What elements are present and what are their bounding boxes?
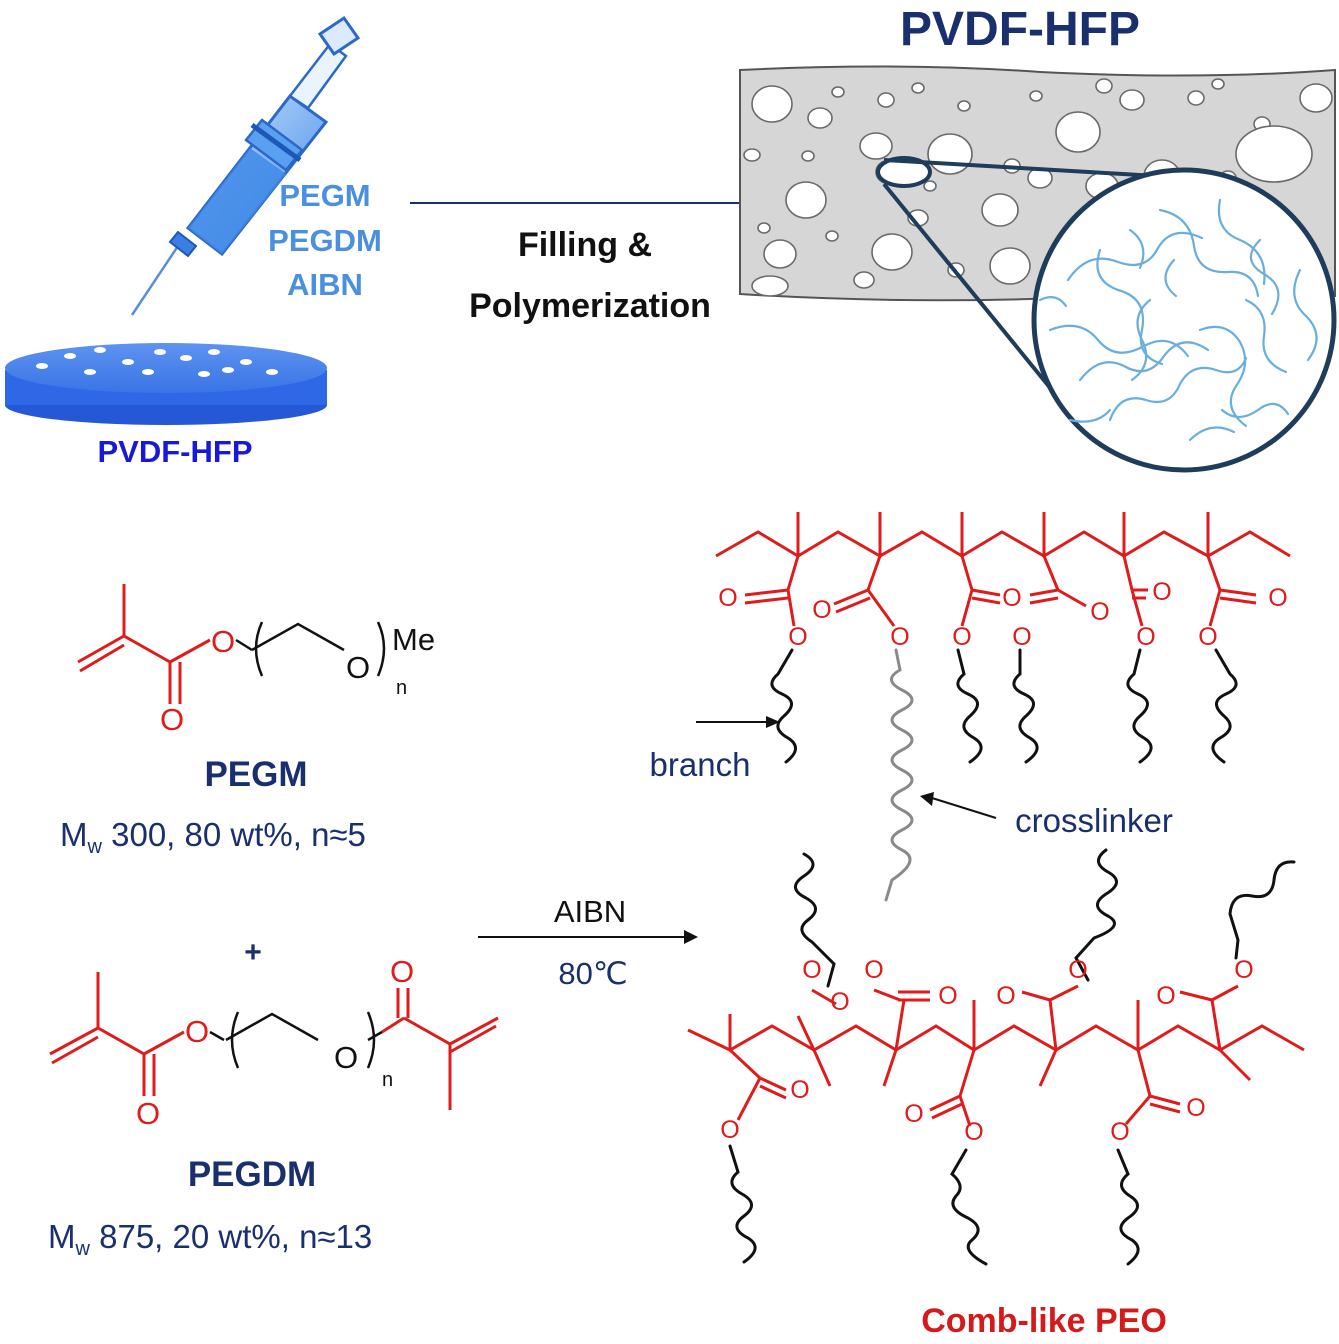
pegdm-name: PEGDM [188, 1155, 316, 1194]
pegdm-structure: O O O O n [49, 954, 499, 1131]
pegdm-carbonyl-oxygen-left: O [136, 1096, 160, 1131]
pegdm-ester-oxygen: O [185, 1014, 209, 1049]
branch-label: branch [650, 746, 751, 783]
pegm-structure: O O O n Me [77, 584, 435, 737]
svg-text:O: O [720, 1116, 739, 1144]
lower-ester-oxygens: O O O O O O O O O O [720, 982, 1205, 1146]
reaction-arrow [478, 930, 698, 944]
bottom-lower-branches [728, 1144, 1140, 1266]
membrane-disc-icon [5, 343, 327, 425]
pegm-mw-subscript: w [87, 836, 103, 858]
pegm-properties: Mw 300, 80 wt%, n≈5 [60, 816, 366, 858]
svg-text:O: O [1002, 584, 1021, 612]
branch-arrow [696, 716, 780, 728]
svg-text:O: O [1186, 1094, 1205, 1122]
svg-text:O: O [1110, 1118, 1129, 1146]
pegdm-properties: Mw 875, 20 wt%, n≈13 [48, 1218, 372, 1260]
pegm-name: PEGM [204, 755, 307, 794]
svg-text:O: O [1268, 584, 1287, 612]
svg-text:O: O [890, 623, 909, 651]
bottom-oxygen-1: O [802, 956, 821, 984]
bottom-upper-branches [794, 848, 1296, 988]
svg-text:O: O [788, 623, 807, 651]
svg-text:O: O [964, 1118, 983, 1146]
pegdm-mw-subscript: w [75, 1238, 91, 1260]
svg-text:O: O [1152, 578, 1171, 606]
pegm-carbonyl-oxygen: O [160, 702, 184, 737]
crosslinker-chain [884, 648, 914, 902]
polymer-network [1038, 198, 1318, 442]
pegdm-mw-symbol: M [48, 1218, 76, 1255]
bottom-oxygen-2: O [864, 956, 883, 984]
pegm-mw-values: 300, 80 wt%, n≈5 [102, 816, 366, 853]
pegdm-carbonyl-oxygen-right: O [390, 954, 414, 989]
crosslinker-label: crosslinker [1015, 802, 1173, 839]
svg-text:O: O [830, 988, 849, 1016]
porous-membrane [739, 65, 1337, 473]
svg-text:O: O [718, 584, 737, 612]
crosslinker-arrow [920, 792, 997, 819]
svg-text:O: O [1012, 623, 1031, 651]
plus-sign: + [244, 936, 262, 969]
product-name: Comb-like PEO [921, 1302, 1167, 1340]
reaction-reagent: AIBN [554, 894, 626, 929]
porous-membrane-title: PVDF-HFP [900, 3, 1140, 56]
svg-text:O: O [1198, 623, 1217, 651]
reagent-aibn: AIBN [287, 267, 363, 302]
product-structure: O O O O O O O O O O O O O [687, 512, 1305, 1266]
svg-text:O: O [1156, 982, 1175, 1010]
svg-text:O: O [1136, 623, 1155, 651]
lower-backbone [687, 984, 1305, 1127]
top-ester-oxygens: O O O O O O O O O O O O [718, 578, 1287, 651]
pegm-ester-oxygen: O [211, 624, 235, 659]
svg-text:O: O [996, 982, 1015, 1010]
svg-text:O: O [904, 1100, 923, 1128]
pegm-ether-oxygen: O [346, 650, 370, 685]
svg-text:O: O [938, 982, 957, 1010]
reaction-condition: 80℃ [558, 956, 627, 991]
svg-text:O: O [952, 623, 971, 651]
pegm-methyl: Me [392, 622, 435, 657]
bottom-oxygen-3: O [1068, 956, 1087, 984]
process-label-line1: Filling & [518, 226, 652, 264]
pegdm-repeat-n: n [382, 1069, 393, 1091]
svg-text:O: O [812, 596, 831, 624]
pegm-repeat-n: n [396, 677, 407, 699]
process-label-line2: Polymerization [469, 287, 711, 325]
reagent-pegm: PEGM [279, 178, 370, 213]
bottom-oxygen-4: O [1234, 956, 1253, 984]
svg-text:O: O [1090, 598, 1109, 626]
membrane-label: PVDF-HFP [98, 434, 253, 469]
svg-text:O: O [790, 1076, 809, 1104]
top-branches [770, 648, 1238, 764]
pegdm-mw-values: 875, 20 wt%, n≈13 [90, 1218, 372, 1255]
syringe-icon [130, 15, 361, 316]
top-backbone [715, 512, 1291, 627]
reagent-pegdm: PEGDM [268, 223, 382, 258]
pegm-mw-symbol: M [60, 816, 88, 853]
pegdm-ether-oxygen: O [334, 1040, 358, 1075]
